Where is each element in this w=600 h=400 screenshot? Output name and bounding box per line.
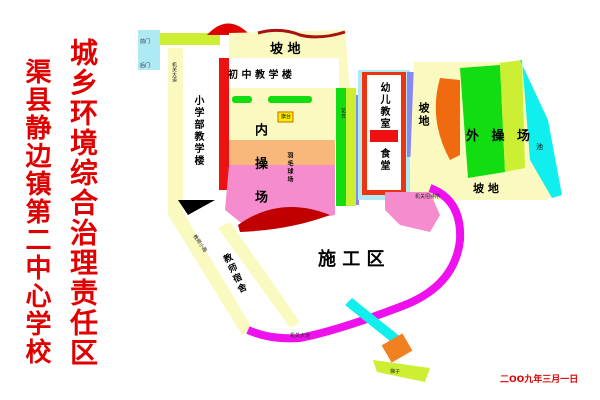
- area-badminton: 羽毛球场: [286, 152, 293, 184]
- date: 二OO九年三月一日: [500, 375, 579, 385]
- south-road: [246, 184, 465, 343]
- gate-area: [138, 30, 160, 70]
- area-pond: 池: [536, 143, 543, 151]
- stairs-yellowgreen: [373, 360, 430, 382]
- title-school: 渠县静边镇第二中心学校: [21, 58, 51, 366]
- red-ellipse: [238, 207, 330, 232]
- orange-mound: [435, 78, 460, 160]
- outer-field-green: [460, 65, 505, 178]
- area-junior-building: 初 中 教 学 楼: [228, 70, 292, 81]
- area-slope-bottom: 坡 地: [473, 182, 499, 195]
- inner-field-mid: [229, 140, 335, 165]
- dorm-road: [168, 48, 252, 335]
- area-outer-field: 外 操 场: [466, 129, 531, 144]
- flagpole-box: [277, 111, 294, 123]
- junior-building: [229, 58, 339, 88]
- blue-strip: [356, 95, 359, 205]
- label-hall: 机关招待所: [415, 194, 441, 200]
- label-north-road: 机关大道: [171, 62, 177, 82]
- area-slope-right: 坡地: [417, 102, 430, 128]
- flowerbed: [232, 96, 252, 103]
- label-stairs: 梯子: [390, 369, 401, 375]
- label-flowerbed: 花台: [340, 108, 346, 118]
- area-inner-field: 内 操 场: [252, 123, 267, 212]
- area-canteen: 食堂: [378, 148, 389, 172]
- area-primary-building: 小学部教学楼: [192, 95, 203, 167]
- wall-line: [257, 28, 346, 39]
- red-dome: [207, 23, 250, 35]
- area-flagpole: 旗台: [281, 114, 292, 120]
- title-main: 城乡环境综合治理责任区: [66, 38, 99, 368]
- label-south-road: 机关大道: [290, 333, 311, 339]
- pink-area: [385, 192, 440, 232]
- area-kindergarten: 幼儿教室: [378, 82, 389, 130]
- flowerbed: [268, 96, 312, 103]
- red-wall: [219, 58, 229, 190]
- label-front-gate: 前门: [140, 39, 151, 45]
- pond: [520, 60, 562, 198]
- outer-field-yellowgreen: [500, 60, 525, 172]
- black-area: [178, 200, 215, 215]
- back-gate-strip: [160, 33, 220, 45]
- area-slope-top: 坡 地: [270, 42, 301, 57]
- label-back-gate: 后门: [140, 63, 151, 69]
- stairs-orange: [381, 333, 413, 363]
- teacher-dorm-strip: [218, 222, 300, 328]
- blue-bar: [407, 72, 414, 157]
- area-construction: 施 工 区: [318, 249, 385, 270]
- stairs-cyan: [345, 298, 402, 345]
- red-stripes: [370, 130, 398, 142]
- yellowgreen-strip: [346, 88, 356, 206]
